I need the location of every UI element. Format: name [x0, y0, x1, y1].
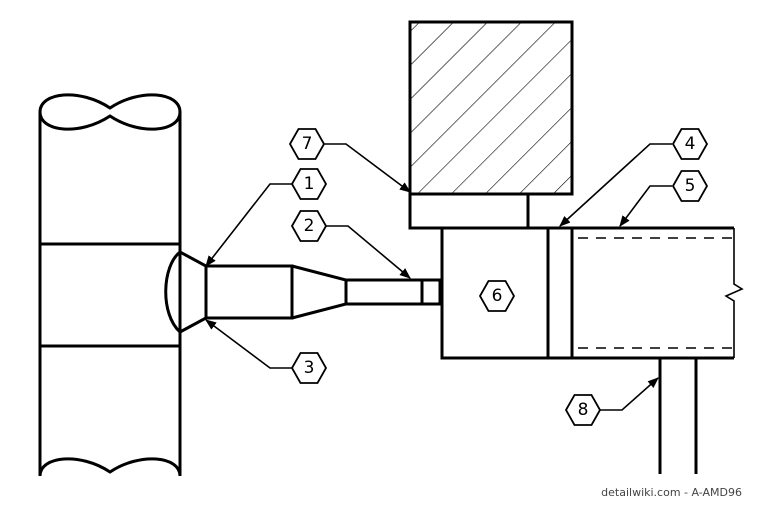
callout-8: 8 — [564, 394, 602, 426]
rod-assembly — [204, 264, 442, 320]
callout-3-label: 3 — [304, 358, 315, 378]
callout-4-label: 4 — [685, 134, 696, 154]
callout-7-label: 7 — [302, 134, 313, 154]
callout-6-label: 6 — [492, 286, 503, 306]
weld-bead — [164, 250, 208, 334]
credit-text: detailwiki.com - A-AMD96 — [601, 486, 742, 499]
callout-6: 6 — [478, 280, 516, 312]
callout-1: 1 — [290, 168, 328, 200]
callout-5: 5 — [671, 170, 709, 202]
callout-7: 7 — [288, 128, 326, 160]
callout-4: 4 — [671, 128, 709, 160]
leader-lines — [205, 143, 672, 411]
post — [658, 358, 698, 474]
end-plate — [546, 226, 574, 360]
callout-2-label: 2 — [304, 216, 315, 236]
callout-2: 2 — [290, 210, 328, 242]
callout-5-label: 5 — [685, 176, 696, 196]
bearing-plate — [408, 192, 530, 230]
hatched-block — [408, 20, 574, 196]
callout-1-label: 1 — [304, 174, 315, 194]
callout-3: 3 — [290, 352, 328, 384]
callout-8-label: 8 — [578, 400, 589, 420]
pipe-column — [38, 93, 182, 477]
beam — [572, 226, 744, 360]
